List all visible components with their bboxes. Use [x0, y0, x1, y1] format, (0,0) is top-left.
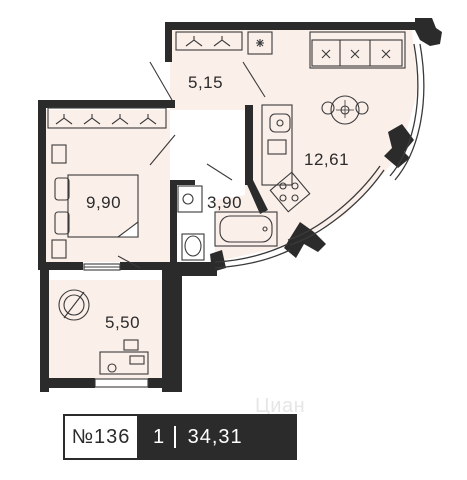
- wall-kitchen-partition-tail: [245, 180, 268, 214]
- room-area-bathroom: 3,90: [207, 193, 243, 212]
- armchair-icon: [58, 289, 90, 321]
- facade-glazing: [214, 43, 425, 269]
- wall-top: [165, 22, 415, 30]
- floor-bedroom: [45, 110, 170, 262]
- facade-arc-inner: [389, 43, 419, 177]
- room-area-hall: 5,15: [188, 73, 224, 92]
- hanger-icon: [139, 114, 157, 125]
- bathtub-icon: [214, 211, 278, 247]
- facade-arc-lower-outer: [289, 169, 385, 246]
- sofa-icon: [309, 31, 406, 69]
- wardrobe-bedroom: [47, 107, 167, 129]
- room-area-kitchen-living: 12,61: [304, 150, 350, 169]
- hanger-icon: [111, 114, 129, 125]
- rooms-count: 1: [153, 425, 165, 448]
- room-area-bedroom: 9,90: [86, 193, 122, 212]
- wall-bath-top: [170, 180, 195, 185]
- hanger-icon: [213, 36, 231, 47]
- facade-bottom-outer: [214, 249, 291, 269]
- hanger-icon: [185, 36, 203, 47]
- door-kitchen-line: [242, 61, 266, 98]
- kitchen-counter: [261, 104, 311, 213]
- door-bedroom-line: [149, 134, 176, 166]
- wall-loggia-bottom-left: [40, 378, 95, 388]
- apartment-number: №136: [63, 414, 139, 460]
- separator: [174, 426, 176, 448]
- total-area: 34,31: [187, 425, 243, 448]
- apartment-summary: 1 34,31: [139, 414, 297, 460]
- bed-icon: [51, 144, 139, 259]
- toilet-icon: [181, 233, 205, 261]
- wall-bath-left: [170, 180, 177, 268]
- wall-loggia-bottom-right: [148, 378, 182, 388]
- wall-facade-pier-1: [384, 124, 414, 168]
- snowflake-icon: [256, 39, 264, 47]
- wall-lower-vertical: [162, 262, 182, 392]
- wardrobe-icon: [47, 107, 167, 129]
- door-lines: [83, 61, 266, 388]
- wall-hall-left: [165, 22, 172, 62]
- wardrobe-hall: [175, 31, 243, 51]
- hanger-icon: [83, 114, 101, 125]
- walls: [38, 18, 442, 392]
- wall-facade-pier-2: [284, 222, 326, 258]
- door-loggia-line: [117, 255, 141, 269]
- watermark-text: Циан: [255, 395, 306, 417]
- stove-icon: [269, 171, 311, 213]
- wall-facade-pier-3: [210, 250, 226, 272]
- wall-bedroom-top: [38, 100, 175, 108]
- door-entry-line: [149, 61, 173, 101]
- loggia-window: [94, 378, 149, 388]
- apartment-info-bar: №136 1 34,31: [63, 414, 297, 460]
- facade-bottom-inner: [214, 243, 289, 263]
- wardrobe-icon: [175, 31, 243, 51]
- wall-lower-step: [162, 262, 217, 276]
- room-area-loggia: 5,50: [105, 313, 141, 332]
- floor-fill: [45, 30, 418, 380]
- door-bath-line: [206, 163, 233, 181]
- furniture: [47, 31, 406, 375]
- dining-table-icon: [321, 95, 369, 125]
- wall-bedroom-bottom-right: [120, 262, 190, 270]
- facade-arc-lower-inner: [287, 165, 381, 241]
- air-conditioner-icon: [247, 31, 273, 55]
- sink-icon: [269, 113, 291, 133]
- wall-top-right-cap: [415, 18, 442, 46]
- desk-icon: [99, 339, 149, 375]
- facade-arc-outer: [394, 43, 425, 181]
- dishwasher-icon: [267, 139, 287, 155]
- wall-bedroom-bottom-left: [38, 262, 83, 270]
- hanger-icon: [55, 114, 73, 125]
- wall-bedroom-left: [38, 100, 46, 268]
- washbasin-icon: [177, 185, 203, 213]
- floor-hall-kitchen: [170, 30, 418, 262]
- wall-kitchen-partition: [245, 105, 253, 185]
- wall-loggia-left: [40, 270, 49, 392]
- floor-loggia: [48, 280, 162, 380]
